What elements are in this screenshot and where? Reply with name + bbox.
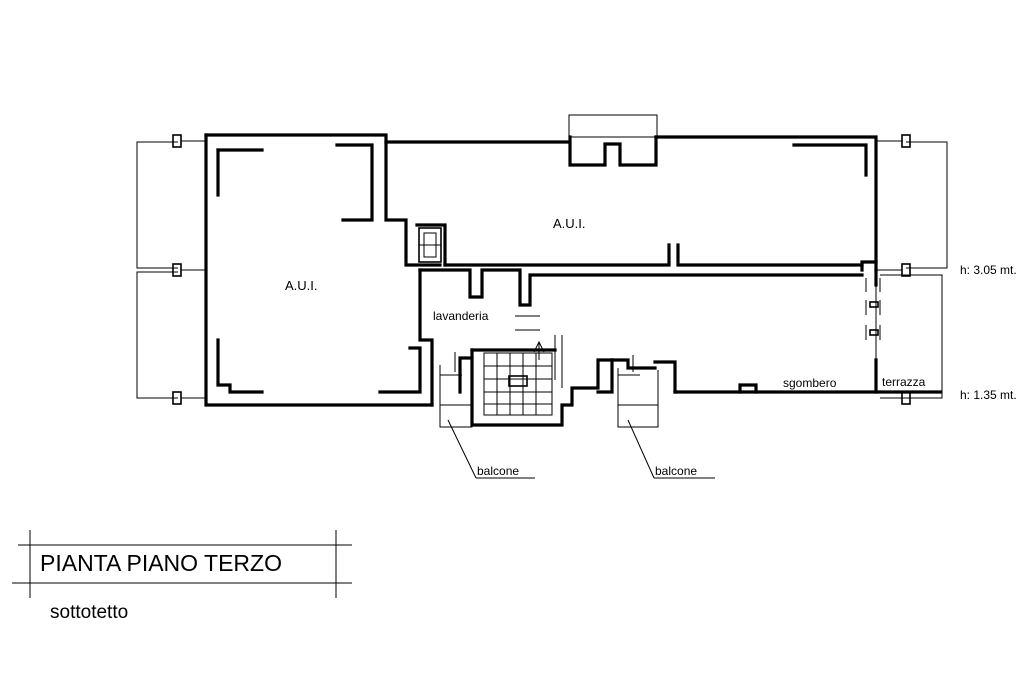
height-label-lower: h: 1.35 mt.: [960, 388, 1017, 402]
outer-walls: [204, 133, 878, 407]
flue: [418, 227, 442, 263]
title-block: PIANTA PIANO TERZO sottotetto: [12, 530, 352, 623]
room-label-terrazza: terrazza: [882, 375, 926, 389]
balcony-right: [617, 355, 715, 479]
balcony-label-right: balcone: [655, 464, 697, 478]
page-title: PIANTA PIANO TERZO: [40, 550, 282, 576]
height-label-upper: h: 3.05 mt.: [960, 263, 1017, 277]
right-windows: [865, 278, 881, 360]
aui-left-walls: [216, 143, 422, 394]
room-label-aui-right: A.U.I.: [553, 216, 586, 231]
room-label-aui-left: A.U.I.: [285, 278, 318, 293]
eaves: [136, 134, 948, 405]
room-label-lavanderia: lavanderia: [433, 309, 489, 323]
central-walls: [384, 140, 878, 407]
balcony-label-left: balcone: [477, 464, 519, 478]
staircase: [458, 315, 614, 427]
page-subtitle: sottotetto: [50, 602, 128, 623]
balcony-left: [439, 352, 535, 479]
chimney: [568, 114, 658, 167]
room-label-sgombero: sgombero: [783, 376, 837, 390]
sgombero-walls: [596, 143, 868, 394]
